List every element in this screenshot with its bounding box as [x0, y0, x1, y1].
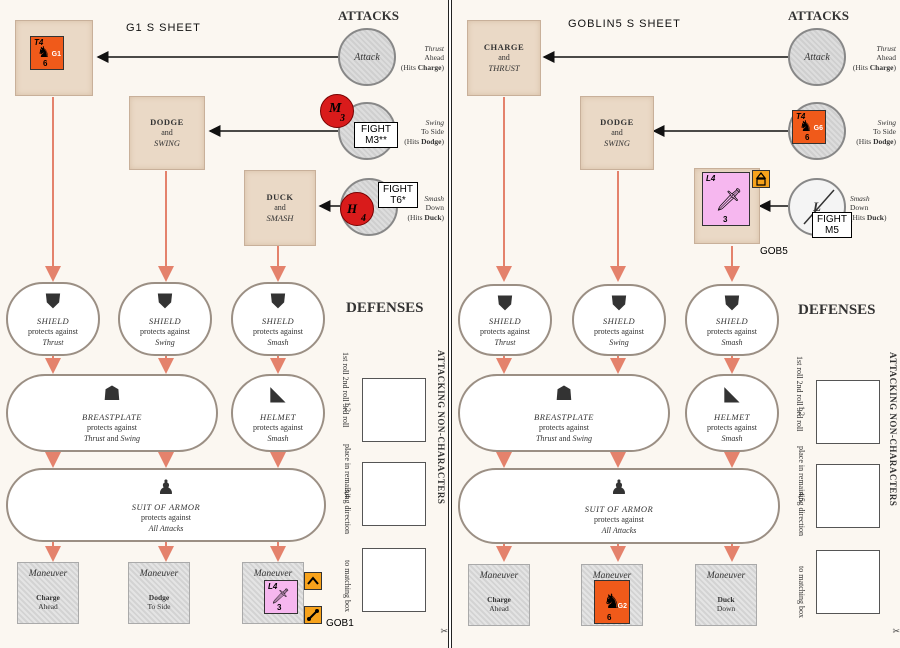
roll-header: 1st roll 2nd roll 3rd roll [795, 356, 804, 432]
non-character-box-2[interactable] [816, 464, 880, 528]
attack-box-dodge-swing[interactable]: DODGE and SWING [129, 96, 205, 170]
attack-box-line2: and [274, 202, 286, 212]
roll-value-1: 1,2 [343, 402, 352, 412]
attack-box-line3: SMASH [266, 213, 294, 224]
counter-g1[interactable]: ♞ T4 G1 6 [30, 36, 64, 70]
left-combat-sheet: G1 S SHEET ATTACKS DODGE and SWING DUCK … [0, 0, 448, 648]
attacks-header: ATTACKS [338, 8, 399, 23]
scissors-icon: ✂ [892, 626, 900, 636]
flow-arrows [496, 51, 788, 562]
attack-box-line1: DODGE [150, 116, 184, 127]
attack-circle-label: Attack [354, 51, 380, 63]
roll-note-2: to matching box [343, 560, 352, 612]
non-character-box-3[interactable] [362, 548, 426, 612]
attack-box-line2: and [161, 127, 173, 137]
gob-label: GOB1 [326, 618, 354, 629]
side-title: ATTACKING NON-CHARACTERS [888, 352, 898, 507]
attack-box-dodge-swing[interactable]: DODGE and SWING [580, 96, 654, 170]
shield-icon: ⛊ [611, 293, 627, 315]
breastplate-icon: ☗ [555, 383, 573, 405]
non-character-box-3[interactable] [816, 550, 880, 614]
chevron-up-icon[interactable] [304, 572, 322, 590]
roll-note-1: place in remaining direction [797, 446, 806, 536]
shield-icon: ⛊ [270, 291, 286, 313]
attack-circle-thrust[interactable]: Attack [788, 28, 846, 86]
counter-h4[interactable]: H 4 [340, 192, 374, 226]
non-character-box-2[interactable] [362, 462, 426, 526]
armor-icon: ♟ [610, 477, 628, 499]
right-combat-sheet: GOBLIN5 S SHEET ATTACKS CHARGE and THRUS… [452, 0, 900, 648]
sheet-title: G1 S SHEET [126, 22, 201, 34]
roll-header: 1st roll 2nd roll 3rd roll [341, 352, 350, 428]
knight-figure-icon: ♞ [603, 591, 621, 613]
roll-value-1: 1,2 [797, 406, 806, 416]
roll-note-2: to matching box [797, 566, 806, 618]
roll-value-2: 4,5 [797, 492, 806, 502]
lantern-icon[interactable] [752, 170, 770, 188]
non-character-box-1[interactable] [816, 380, 880, 444]
slash-icon [803, 189, 835, 225]
shield-icon: ⛊ [157, 291, 173, 313]
attack-box-duck-smash[interactable]: DUCK and SMASH [244, 170, 316, 246]
knight-figure-icon: ♞ [799, 118, 813, 135]
attack-circle-thrust[interactable]: Attack [338, 28, 396, 86]
attack-box-charge-thrust[interactable]: CHARGE and THRUST [467, 20, 541, 96]
swordsman-icon: 🗡 [715, 187, 743, 212]
attack-box-line1: DUCK [266, 191, 294, 202]
helmet-icon: ◣ [724, 383, 740, 405]
counter-l4[interactable]: 🗡 L4 3 [702, 172, 750, 226]
defenses-header: DEFENSES [798, 302, 876, 318]
panel-divider [448, 0, 452, 648]
shield-icon: ⛊ [497, 293, 513, 315]
flow-arrows [45, 51, 340, 562]
attack-box-line3: SWING [154, 138, 180, 149]
counter-l4[interactable]: 🗡 L4 3 [264, 580, 298, 614]
knight-figure-icon: ♞ [37, 44, 51, 61]
scissors-icon: ✂ [440, 626, 448, 636]
breastplate-icon: ☗ [103, 383, 121, 405]
shield-icon: ⛊ [45, 291, 61, 313]
diagonal-move-icon[interactable] [304, 606, 322, 624]
swordsman-icon: 🗡 [271, 588, 291, 605]
gob-label: GOB5 [760, 246, 788, 257]
non-character-box-1[interactable] [362, 378, 426, 442]
sheet-title: GOBLIN5 S SHEET [568, 18, 681, 30]
helmet-icon: ◣ [270, 383, 286, 405]
defenses-header: DEFENSES [346, 300, 424, 316]
counter-g6[interactable]: ♞ T4 G6 6 [792, 110, 826, 144]
counter-g2[interactable]: ♞ G2 6 [594, 580, 630, 624]
counter-m3[interactable]: M 3 [320, 94, 354, 128]
armor-icon: ♟ [157, 477, 175, 499]
attacks-header: ATTACKS [788, 8, 849, 23]
side-title: ATTACKING NON-CHARACTERS [436, 350, 446, 505]
roll-value-2: 3,4 [343, 488, 352, 498]
shield-icon: ⛊ [724, 293, 740, 315]
